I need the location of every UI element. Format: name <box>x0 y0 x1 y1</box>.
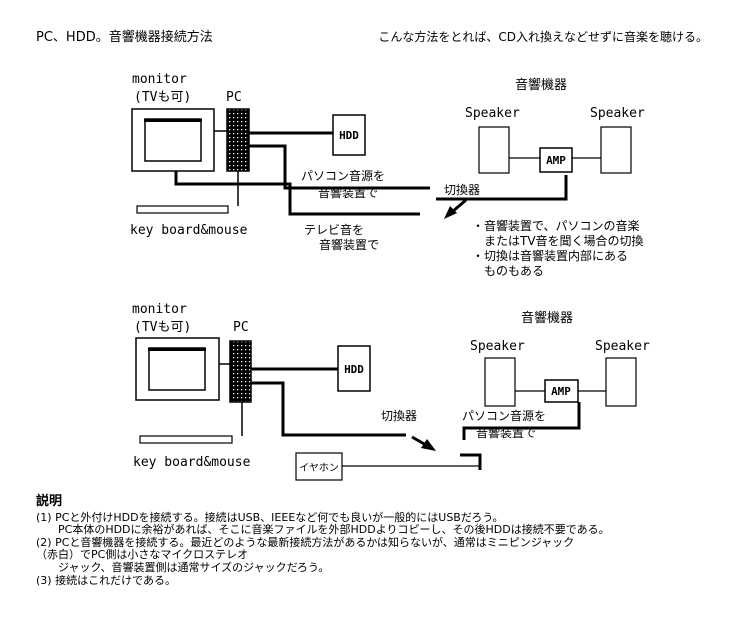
keyboard-icon <box>136 205 229 214</box>
audio-equipment-title: 音響機器 <box>521 310 573 326</box>
speaker-left-label: Speaker <box>470 339 525 354</box>
earphone-label: イヤホン <box>299 462 339 474</box>
cables <box>219 363 581 470</box>
note-line: ・切換は音響装置内部にある <box>472 248 628 263</box>
explanation-line: (2) PCと音響機器を接続する。最近どのような最新接続方法があるかは知らないが… <box>36 535 575 549</box>
pc-tower-icon <box>229 340 252 403</box>
monitor-label-sub: (TVも可) <box>134 90 191 105</box>
monitor-icon <box>135 337 220 401</box>
speaker-left-box <box>484 357 516 407</box>
keyboard-label: key board&mouse <box>130 223 248 238</box>
pc-audio-label: パソコン音源を <box>301 168 385 183</box>
amp-box <box>539 147 573 173</box>
pc-label: PC <box>233 320 249 335</box>
page-subtitle: こんな方法をとれば、CD入れ換えなどせずに音楽を聴ける。 <box>378 29 708 44</box>
speaker-left-box <box>478 126 510 174</box>
note-line: ものもある <box>472 264 544 278</box>
speaker-right-box <box>600 126 632 174</box>
speaker-right-label: Speaker <box>590 106 645 121</box>
explanation-line: PC本体のHDDに余裕があれば、そこに音楽ファイルを外部HDDよりコピーし、その… <box>58 523 610 537</box>
switch-label: 切換器 <box>381 409 417 423</box>
note-line: またはTV音を聞く場合の切換 <box>472 233 644 248</box>
switch-label: 切換器 <box>444 183 480 197</box>
keyboard-icon <box>139 435 233 444</box>
explanation-line: ジャック、音響装置側は通常サイズのジャックだろう。 <box>58 560 330 574</box>
hdd-box <box>332 114 366 156</box>
monitor-label-sub: (TVも可) <box>134 320 191 335</box>
monitor-label: monitor <box>132 302 187 317</box>
explanation-line: (1) PCと外付けHDDを接続する。接続はUSB、IEEEなど何でも良いが一般… <box>36 510 504 524</box>
monitor-icon <box>131 108 215 172</box>
explanation-section: 説明 (1) PCと外付けHDDを接続する。接続はUSB、IEEEなど何でも良い… <box>36 494 726 587</box>
pc-tower-icon <box>226 108 250 172</box>
keyboard-label: key board&mouse <box>133 455 251 470</box>
hdd-label: HDD <box>339 129 359 142</box>
amp-label: AMP <box>546 154 566 167</box>
speaker-left-label: Speaker <box>465 106 520 121</box>
hdd-label: HDD <box>344 363 364 376</box>
diagram-1: monitor (TVも可) PC HDD key board&mouse <box>130 72 645 278</box>
tv-audio-label-2: 音響装置で <box>319 237 379 252</box>
pc-audio-label-2: 音響装置で <box>318 185 378 200</box>
explanation-line: （赤白）でPC側は小さなマイクロステレオ <box>36 548 249 562</box>
amp-label: AMP <box>551 385 571 398</box>
amp-box <box>544 379 579 403</box>
pc-label: PC <box>226 90 242 105</box>
audio-equipment-title: 音響機器 <box>515 77 567 93</box>
page-title: PC、HDD。音響機器接続方法 <box>36 29 213 45</box>
cables <box>174 130 568 216</box>
explanation-line: (3) 接続はこれだけである。 <box>36 573 176 587</box>
connection-diagram: PC、HDD。音響機器接続方法 こんな方法をとれば、CD入れ換えなどせずに音楽を… <box>36 29 708 481</box>
speaker-right-box <box>605 357 637 407</box>
pc-audio-label: パソコン音源を <box>462 408 546 423</box>
tv-audio-label: テレビ音を <box>304 222 364 237</box>
earphone-box <box>295 452 343 481</box>
note-line: ・音響装置で、パソコンの音楽 <box>472 218 640 233</box>
switch-arrow <box>444 198 467 219</box>
monitor-label: monitor <box>132 72 187 87</box>
speaker-right-label: Speaker <box>595 339 650 354</box>
diagram-2: monitor (TVも可) PC HDD key board&mouse <box>132 302 650 481</box>
switch-arrow <box>411 435 436 451</box>
explanation-heading: 説明 <box>36 494 63 509</box>
pc-audio-label-2: 音響装置で <box>476 425 536 440</box>
